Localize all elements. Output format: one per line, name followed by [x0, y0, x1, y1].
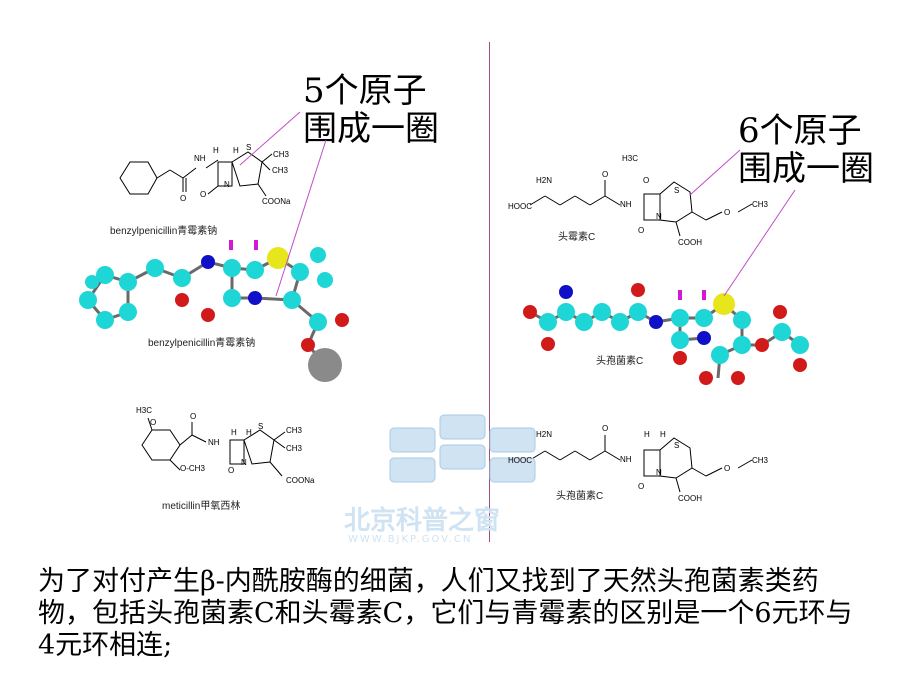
label-s-c2: S: [674, 441, 680, 450]
label-ch3-c2: CH3: [752, 456, 769, 465]
caption-cephalosporin-model: 头孢菌素C: [596, 356, 644, 367]
watermark-title: 北京科普之窗: [344, 506, 501, 536]
label-hooc-1: HOOC: [508, 202, 532, 211]
label-o: O: [200, 190, 207, 199]
label-o-c2: O: [602, 424, 609, 433]
label-h-c2: H: [644, 430, 650, 439]
label-n-c2: N: [656, 468, 662, 477]
watermark-url: WWW.BJKP.GOV.CN: [348, 534, 473, 545]
label-o-c2c: O: [638, 482, 645, 491]
label-s-c1: S: [674, 186, 680, 195]
label-coona: COONa: [262, 197, 291, 206]
label-h-c2b: H: [660, 430, 666, 439]
caption-penicillin-structure: benzylpenicillin青霉素钠: [110, 226, 218, 237]
penicillin-ball-model: [79, 240, 349, 382]
caption-cephalosporin-structure: 头孢菌素C: [556, 491, 604, 502]
label-nh-c1: NH: [620, 200, 632, 209]
caption-methicillin: meticillin甲氧西林: [162, 501, 241, 512]
label-o-m: O: [150, 418, 157, 427]
callout-six-atom-ring: 6个原子 围成一圈: [738, 111, 874, 189]
cephalosporin-ball-model: [523, 283, 809, 385]
label-cooh-c2: COOH: [678, 494, 702, 503]
methicillin-structure: [141, 417, 286, 477]
beta-lactam-ring: [217, 161, 233, 187]
label-ch3: CH3: [273, 150, 290, 159]
label-ch3-m: CH3: [286, 426, 303, 435]
label-hooc-2: HOOC: [508, 456, 532, 465]
cephalosporin-structure: [529, 435, 753, 493]
label-ch3-c1: CH3: [752, 200, 769, 209]
label-s-m: S: [258, 422, 264, 431]
label-o-c1: O: [602, 170, 609, 179]
pointer-lines: [239, 111, 796, 297]
thiazolidine-ring: [231, 151, 263, 187]
label-o-b: O: [180, 194, 187, 203]
label-h2n-2: H2N: [536, 430, 553, 439]
penicillin-structure: [119, 151, 273, 197]
label-och3-m: O-CH3: [180, 464, 205, 473]
label-coona-m: COONa: [286, 476, 315, 485]
label-o-m3: O: [228, 466, 235, 475]
label-h2n-1: H2N: [536, 176, 553, 185]
label-ch3-b: CH3: [272, 166, 289, 175]
label-n-c1: N: [656, 212, 662, 221]
label-h2: H: [233, 146, 239, 155]
label-h3c: H3C: [136, 406, 153, 415]
label-nh: NH: [194, 154, 206, 163]
label-h-m: H: [231, 428, 237, 437]
label-nh-m: NH: [208, 438, 220, 447]
label-h3c-c1: H3C: [622, 154, 639, 163]
explanation-paragraph: 为了对付产生β-内酰胺酶的细菌，人们又找到了天然头孢菌素类药物，包括头孢菌素C和…: [38, 566, 853, 661]
label-nh-c2: NH: [620, 455, 632, 464]
label-o-c1b: O: [643, 176, 650, 185]
label-h-m2: H: [246, 428, 252, 437]
label-n-m: N: [241, 458, 247, 467]
center-divider: [489, 42, 490, 542]
label-h: H: [213, 146, 219, 155]
label-s: S: [246, 143, 252, 152]
benzene-ring: [119, 161, 158, 195]
label-cooh-c1: COOH: [678, 238, 702, 247]
caption-penicillin-model: benzylpenicillin青霉素钠: [148, 338, 256, 349]
cephamycin-structure: [529, 180, 753, 237]
label-ch3-m2: CH3: [286, 444, 303, 453]
caption-cephamycin-c: 头霉素C: [558, 232, 596, 243]
label-o-c1c: O: [638, 226, 645, 235]
watermark-logo: [389, 414, 536, 483]
label-o-m2: O: [190, 412, 197, 421]
label-o-c1d: O: [724, 208, 731, 217]
label-o-c2d: O: [724, 464, 731, 473]
label-n: N: [224, 180, 230, 189]
